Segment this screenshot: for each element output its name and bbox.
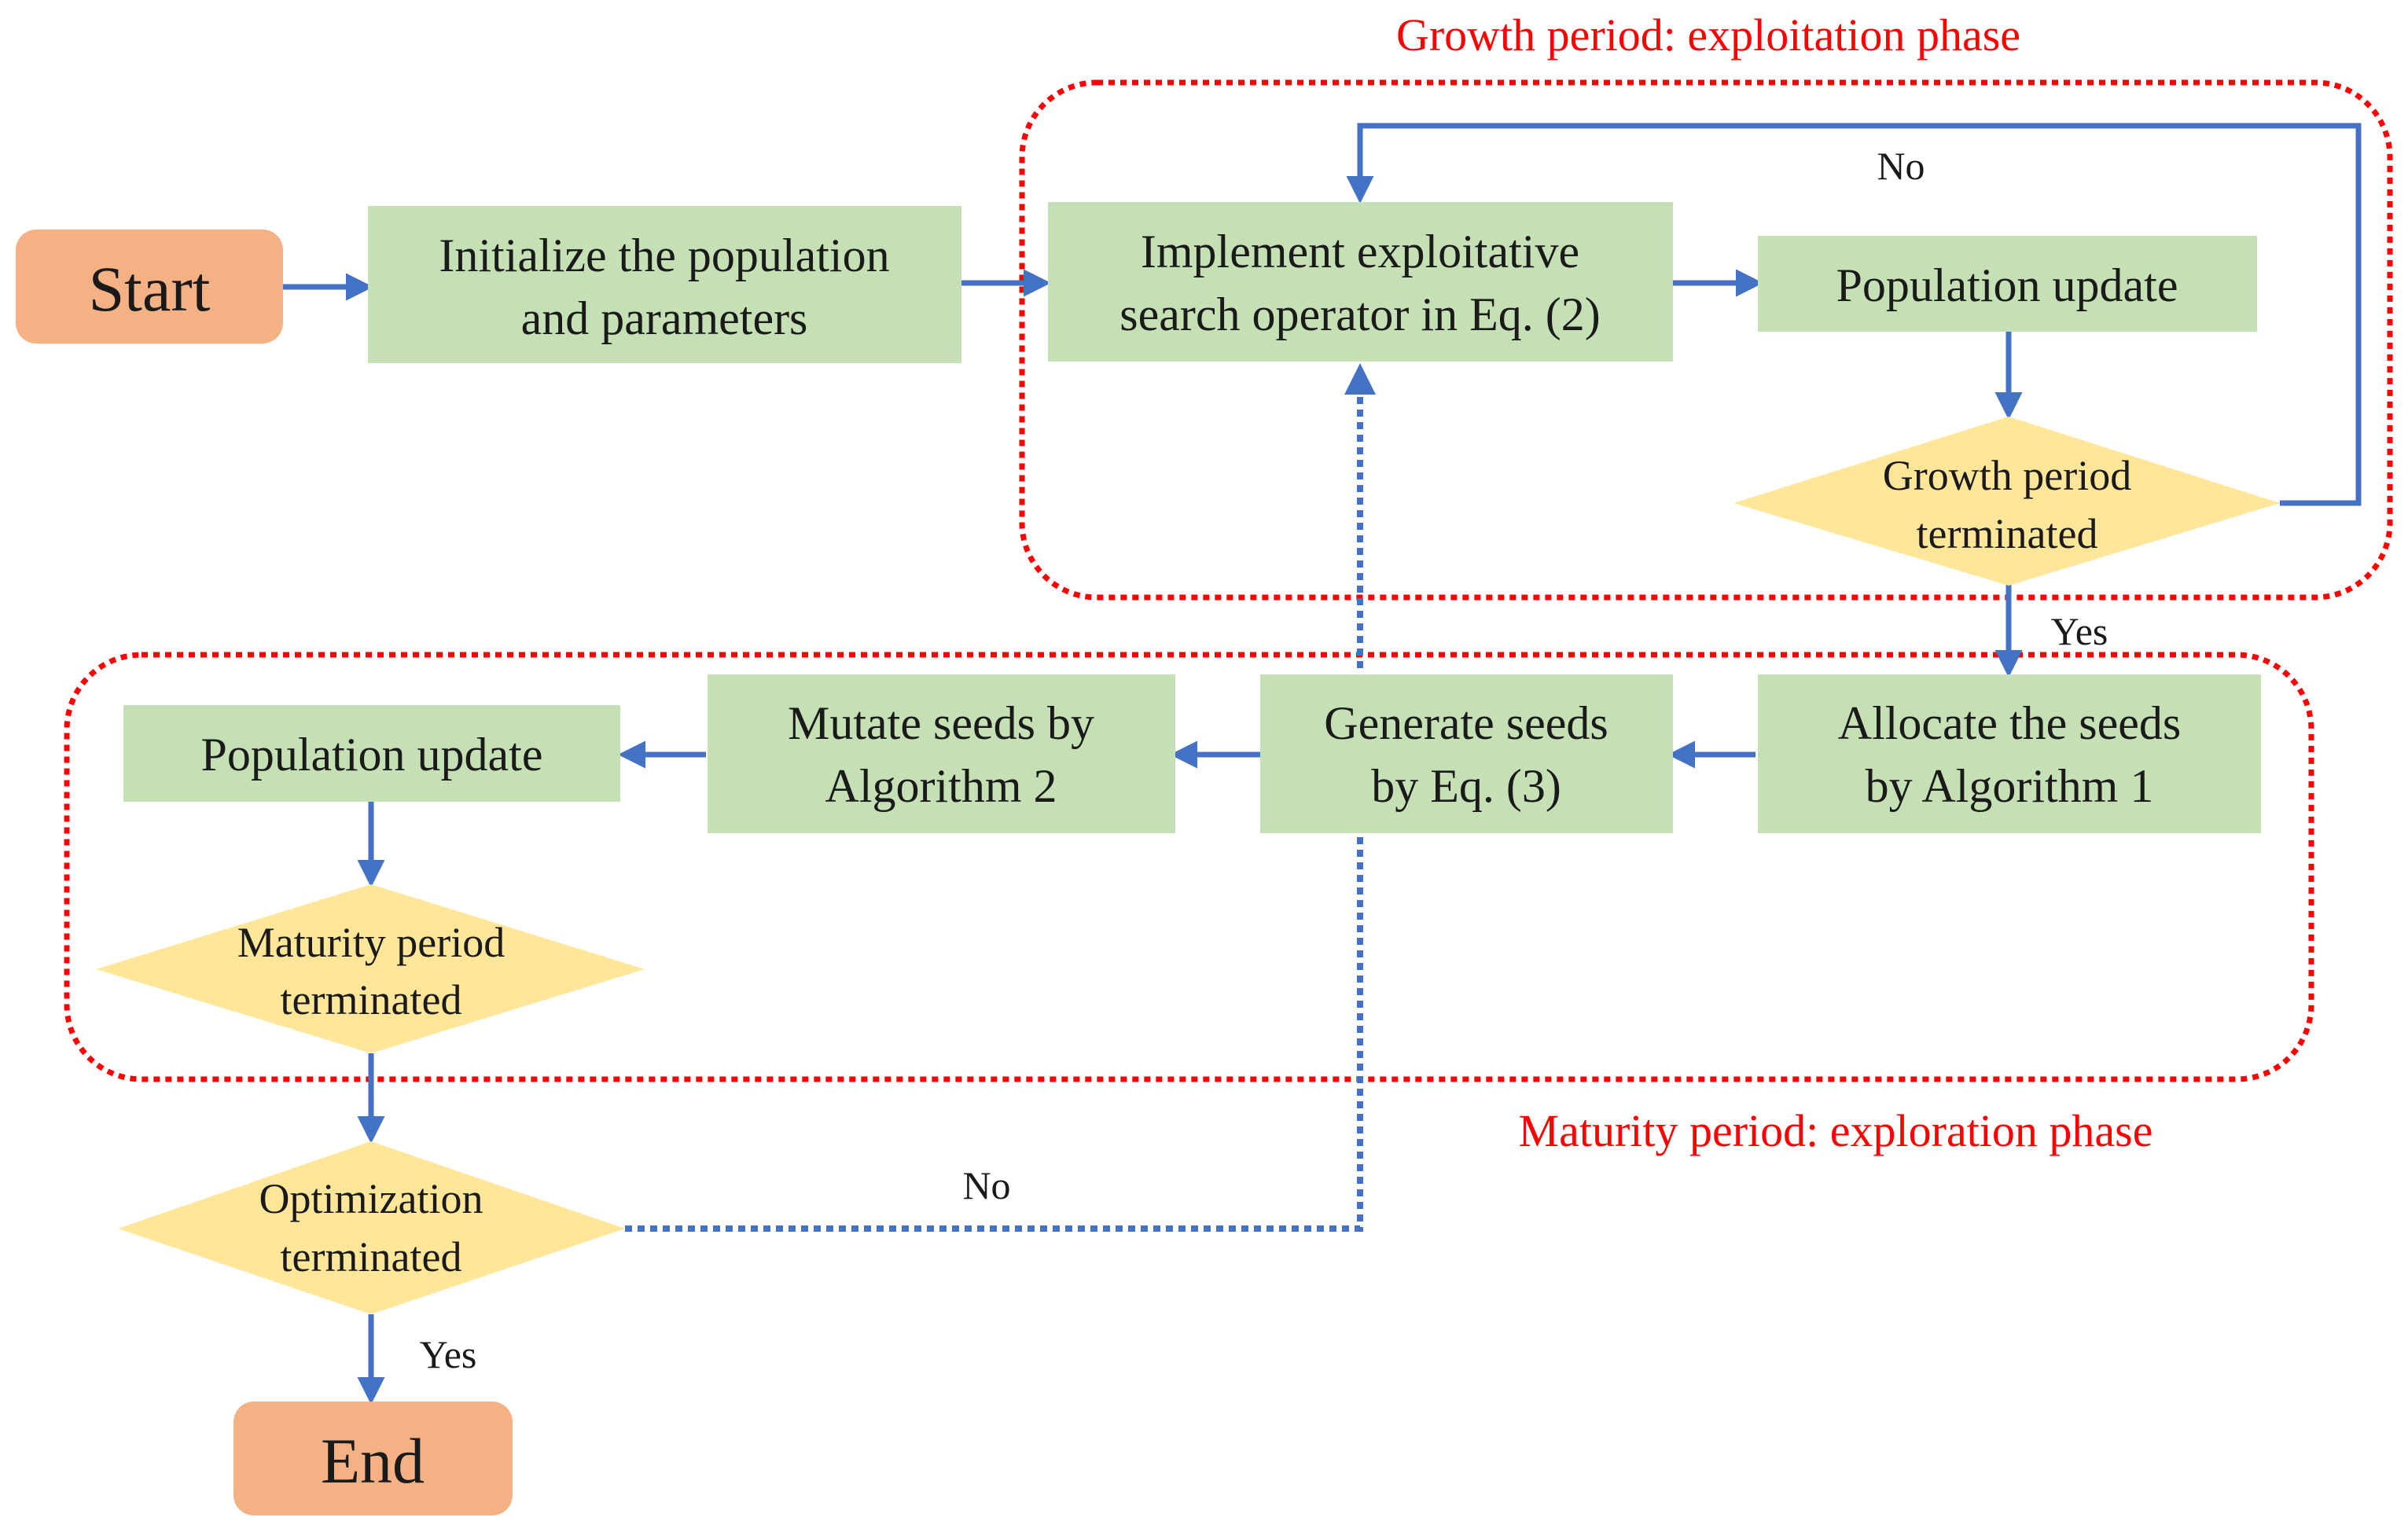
population-update-top-label: Population update	[1836, 259, 2178, 311]
start-label: Start	[89, 253, 211, 325]
maturity-check-line-1: Maturity period	[237, 919, 505, 966]
allocate-line-1: Allocate the seeds	[1838, 697, 2182, 749]
maturity-phase-region	[64, 652, 2314, 1082]
init-line-1: Initialize the population	[439, 230, 889, 281]
mutate-line-1: Mutate seeds by	[788, 697, 1094, 749]
growth-check-line-2: terminated	[1917, 510, 2098, 557]
maturity-check-line-2: terminated	[281, 976, 462, 1023]
growth-check-diamond	[1733, 417, 2280, 586]
implement-line-2: search operator in Eq. (2)	[1119, 288, 1600, 340]
maturity-phase-label: Maturity period: exploration phase	[1519, 1105, 2153, 1156]
end-terminal	[233, 1402, 513, 1515]
mutate-line-2: Algorithm 2	[825, 760, 1057, 812]
population-update-top-box	[1758, 236, 2257, 332]
opt-no-label: No	[962, 1163, 1010, 1207]
end-label: End	[321, 1425, 425, 1497]
population-update-bottom-label: Population update	[201, 729, 543, 781]
mutate-box	[708, 674, 1175, 833]
growth-yes-label: Yes	[2051, 609, 2108, 653]
edge-growth-no-loop	[1346, 123, 2362, 506]
opt-yes-label: Yes	[420, 1332, 477, 1376]
allocate-box	[1758, 674, 2261, 833]
maturity-check-diamond	[96, 884, 645, 1053]
optimization-check-line-2: terminated	[281, 1233, 462, 1280]
growth-no-label: No	[1877, 144, 1925, 188]
allocate-line-2: by Algorithm 1	[1866, 760, 2154, 812]
generate-box	[1260, 674, 1673, 833]
generate-line-2: by Eq. (3)	[1371, 760, 1561, 812]
generate-line-1: Generate seeds	[1324, 697, 1608, 749]
implement-box	[1048, 202, 1673, 362]
optimization-check-line-1: Optimization	[259, 1175, 483, 1222]
population-update-bottom-box	[123, 705, 620, 802]
growth-check-line-1: Growth period	[1883, 452, 2131, 499]
init-line-2: and parameters	[521, 292, 808, 344]
edge-opt-no	[625, 829, 1363, 1232]
implement-line-1: Implement exploitative	[1141, 226, 1579, 277]
growth-phase-label: Growth period: exploitation phase	[1396, 9, 2020, 61]
start-terminal	[16, 230, 283, 344]
init-box	[368, 206, 961, 363]
optimization-check-diamond	[118, 1141, 625, 1314]
